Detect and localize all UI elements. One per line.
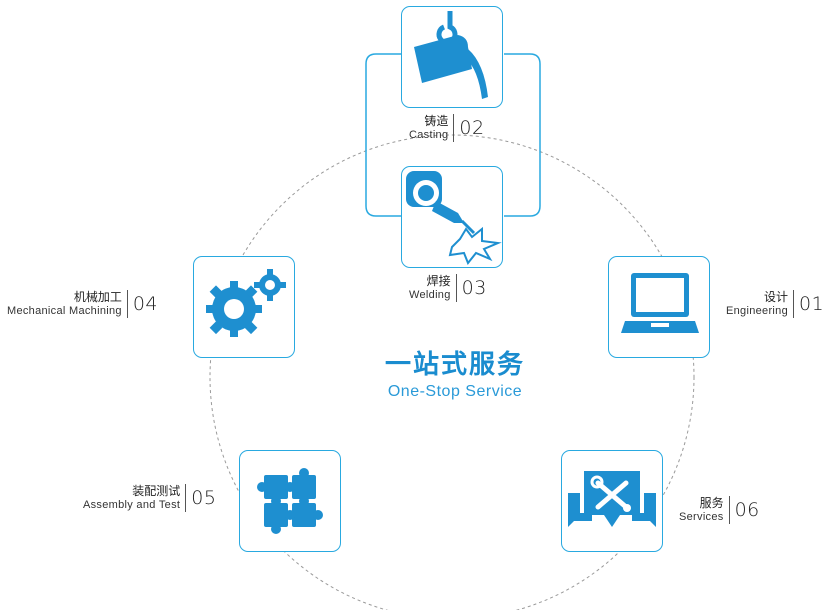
label-num: 02 xyxy=(459,117,485,139)
label-zh: 服务 xyxy=(699,496,724,510)
welding-torch-icon xyxy=(406,171,502,265)
dotted-ring xyxy=(209,134,695,610)
node-welding[interactable] xyxy=(401,166,503,268)
connector-right xyxy=(504,53,541,217)
divider xyxy=(728,496,730,524)
node-casting[interactable] xyxy=(401,6,503,108)
label-engineering: 设计 Engineering 01 xyxy=(721,290,829,318)
center-title-en: One-Stop Service xyxy=(387,383,523,400)
divider xyxy=(793,290,795,318)
puzzle-icon xyxy=(257,468,323,534)
label-welding: 焊接 Welding 03 xyxy=(404,274,492,302)
ladle-pour-icon xyxy=(414,11,488,99)
label-num: 05 xyxy=(191,487,217,509)
label-en: Mechanical Machining xyxy=(7,305,122,317)
label-en: Assembly and Test xyxy=(83,499,181,511)
laptop-icon xyxy=(621,273,699,333)
label-en: Engineering xyxy=(726,305,789,317)
tools-chat-icon xyxy=(568,471,656,527)
label-zh: 装配测试 xyxy=(132,484,181,498)
label-zh: 设计 xyxy=(764,290,789,304)
label-services: 服务 Services 06 xyxy=(674,496,765,524)
label-zh: 铸造 xyxy=(424,114,449,128)
label-num: 04 xyxy=(132,293,159,315)
label-assembly: 装配测试 Assembly and Test 05 xyxy=(78,484,221,512)
label-zh: 机械加工 xyxy=(73,290,122,304)
label-en: Services xyxy=(679,511,724,523)
gears-icon xyxy=(206,269,286,337)
center-title: 一站式服务 One-Stop Service xyxy=(360,344,550,401)
divider xyxy=(455,274,457,302)
divider xyxy=(453,114,455,142)
label-num: 03 xyxy=(461,277,487,299)
label-en: Welding xyxy=(409,289,451,301)
divider xyxy=(185,484,187,512)
divider xyxy=(126,290,128,318)
label-num: 06 xyxy=(734,499,760,521)
label-num: 01 xyxy=(799,293,825,315)
label-machining: 机械加工 Mechanical Machining 04 xyxy=(2,290,163,318)
node-engineering[interactable] xyxy=(608,256,710,358)
node-assembly[interactable] xyxy=(239,450,341,552)
node-machining[interactable] xyxy=(193,256,295,358)
connector-left xyxy=(365,53,402,217)
node-services[interactable] xyxy=(561,450,663,552)
label-zh: 焊接 xyxy=(426,274,451,288)
label-en: Casting xyxy=(409,129,449,141)
label-casting: 铸造 Casting 02 xyxy=(404,114,490,142)
center-title-zh: 一站式服务 xyxy=(384,349,525,379)
